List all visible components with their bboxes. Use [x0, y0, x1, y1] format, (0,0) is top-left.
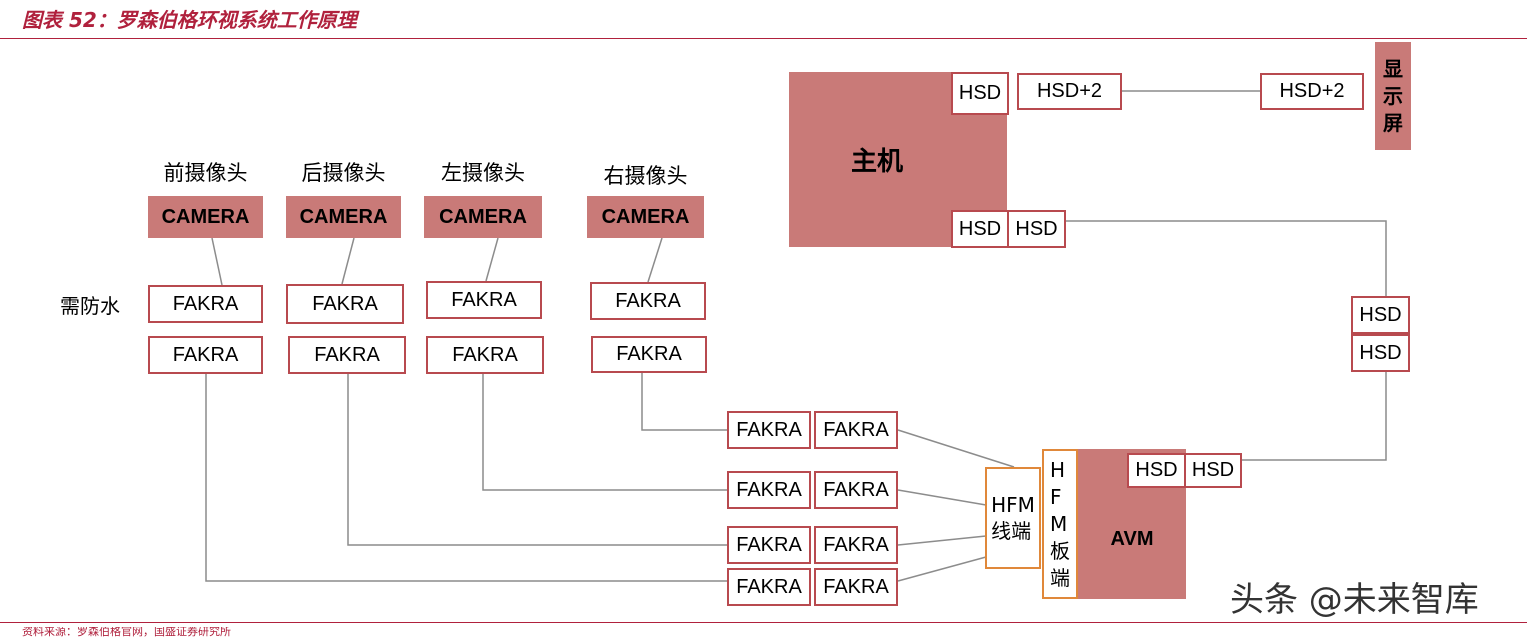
wire-cam1-mid: [205, 374, 727, 582]
wire-cam4-mid: [641, 373, 727, 431]
header-rule: [0, 38, 1527, 39]
waterproof-note: 需防水: [60, 294, 120, 318]
mid-fakra-3-right: FAKRA: [814, 526, 898, 564]
fakra-front-top: FAKRA: [148, 285, 263, 323]
source-note: 资料来源：罗森伯格官网，国盛证券研究所: [22, 627, 231, 637]
footer-rule: [0, 622, 1527, 623]
host-hsd-top: HSD: [951, 72, 1009, 115]
fakra-right-bottom: FAKRA: [591, 336, 707, 373]
camera-title-right: 右摄像头: [603, 164, 688, 188]
chain-hsd-top: HSD: [1351, 296, 1410, 334]
wire-mid3-hfm: [897, 535, 987, 546]
wire-cam2-mid: [347, 374, 727, 546]
wire-host-chain: [1066, 220, 1387, 296]
fakra-left-top: FAKRA: [426, 281, 542, 319]
mid-fakra-4-right: FAKRA: [814, 568, 898, 606]
hfm-cable-end: HFM 线端: [985, 467, 1041, 569]
fakra-right-top: FAKRA: [590, 282, 706, 320]
host-hsd-bottom-right: HSD: [1007, 210, 1066, 248]
wire-mid2-hfm: [897, 489, 987, 506]
host-label: 主机: [851, 147, 904, 177]
mid-fakra-1-left: FAKRA: [727, 411, 811, 449]
fakra-front-bottom: FAKRA: [148, 336, 263, 374]
mid-fakra-2-left: FAKRA: [727, 471, 811, 509]
wire-cam3-mid: [482, 374, 727, 491]
figure-title: 图表 52：罗森伯格环视系统工作原理: [22, 8, 357, 32]
fakra-left-bottom: FAKRA: [426, 336, 544, 374]
mid-fakra-1-right: FAKRA: [814, 411, 898, 449]
camera-left: CAMERA: [424, 196, 542, 238]
mid-fakra-2-right: FAKRA: [814, 471, 898, 509]
mid-fakra-3-left: FAKRA: [727, 526, 811, 564]
fakra-rear-top: FAKRA: [286, 284, 404, 324]
wire-cam2-fakra: [341, 237, 355, 285]
avm-hsd-left: HSD: [1127, 453, 1186, 488]
wire-cam1-fakra: [211, 237, 223, 286]
wire-chain-avm: [1242, 372, 1387, 461]
camera-right: CAMERA: [587, 196, 704, 238]
avm-hsd-right: HSD: [1184, 453, 1242, 488]
chain-hsd-bottom: HSD: [1351, 334, 1410, 372]
hfm-board-end: H F M 板 端: [1042, 449, 1078, 599]
camera-front: CAMERA: [148, 196, 263, 238]
camera-title-rear: 后摄像头: [301, 161, 386, 185]
mid-fakra-4-left: FAKRA: [727, 568, 811, 606]
camera-rear: CAMERA: [286, 196, 401, 238]
watermark: 头条 @未来智库: [1230, 580, 1479, 620]
wire-cam3-fakra: [485, 237, 499, 282]
display-screen: 显 示 屏: [1375, 42, 1411, 150]
wire-mid1-hfm: [897, 429, 1015, 468]
camera-title-front: 前摄像头: [163, 161, 248, 185]
host-hsd-bottom-left: HSD: [951, 210, 1009, 248]
avm-label: AVM: [1110, 527, 1154, 550]
wire-mid4-hfm: [897, 556, 987, 582]
display-hsd-near-host: HSD+2: [1017, 73, 1122, 110]
fakra-rear-bottom: FAKRA: [288, 336, 406, 374]
camera-title-left: 左摄像头: [441, 161, 525, 185]
display-hsd-near-display: HSD+2: [1260, 73, 1364, 110]
wire-cam4-fakra: [647, 237, 663, 283]
